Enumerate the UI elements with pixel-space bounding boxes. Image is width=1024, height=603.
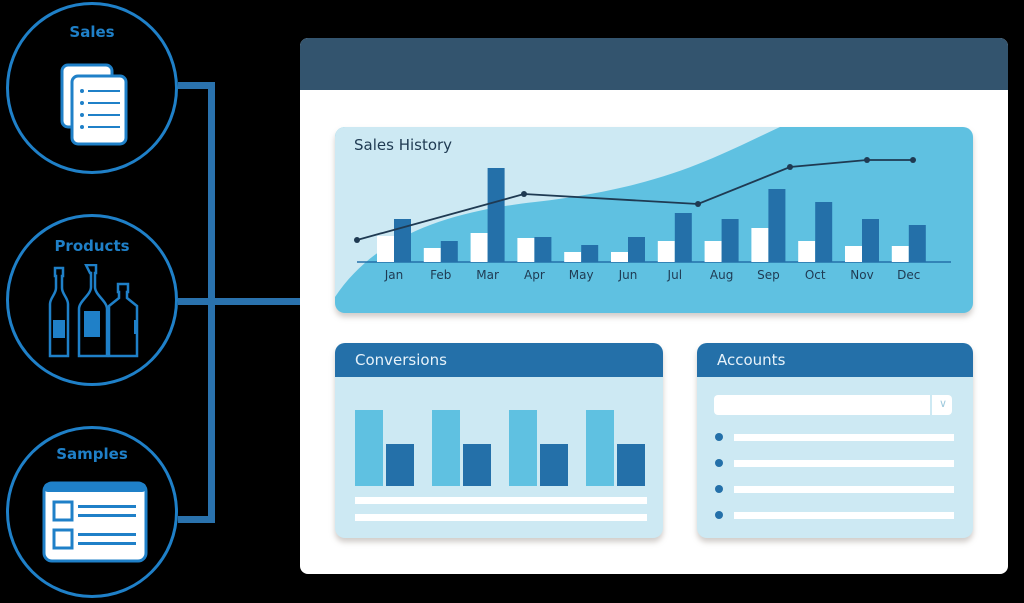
conversion-bar-dark	[386, 444, 414, 486]
connector-top	[178, 82, 215, 89]
conversion-bar-dark	[463, 444, 491, 486]
conversion-bar-light	[586, 410, 614, 486]
bar-white-sep	[751, 228, 769, 262]
bar-white-oct	[798, 241, 816, 262]
conversions-title: Conversions	[355, 351, 447, 369]
bar-blue-feb	[440, 241, 458, 262]
x-axis-label: Oct	[805, 268, 826, 282]
account-bullet	[715, 511, 723, 519]
x-axis-label: Aug	[710, 268, 733, 282]
bar-white-jul	[657, 241, 675, 262]
x-axis-label: May	[569, 268, 594, 282]
bar-white-feb	[423, 248, 441, 262]
trend-point	[354, 237, 360, 243]
account-list-item[interactable]	[734, 434, 954, 441]
x-axis-label: Jul	[667, 268, 682, 282]
dropdown-separator	[930, 395, 932, 415]
bar-blue-oct	[815, 202, 833, 262]
conversions-card: Conversions	[335, 343, 663, 538]
accounts-card: Accounts ∨	[697, 343, 973, 538]
bar-white-jan	[377, 236, 394, 262]
bar-blue-sep	[768, 189, 786, 262]
x-axis-label: Nov	[850, 268, 873, 282]
conversion-bar-light	[509, 410, 537, 486]
bar-white-nov	[845, 246, 862, 262]
account-list-item[interactable]	[734, 460, 954, 467]
source-products: Products	[6, 214, 178, 386]
bar-blue-jul	[674, 213, 692, 262]
bar-white-dec	[891, 246, 909, 262]
bar-white-aug	[704, 241, 722, 262]
checklist-window-icon	[42, 481, 148, 563]
source-sales: Sales	[6, 2, 178, 174]
connector-middle	[178, 298, 300, 305]
bottles-icon	[48, 264, 139, 358]
sales-history-chart: Jan Feb Mar Apr May Jun Jul Aug Sep Oct Nov Dec	[335, 127, 973, 297]
bar-blue-may	[581, 245, 599, 262]
account-bullet	[715, 459, 723, 467]
bar-blue-mar	[487, 168, 505, 262]
accounts-dropdown[interactable]: ∨	[714, 395, 952, 415]
trend-point	[864, 157, 870, 163]
conversion-bar-light	[432, 410, 460, 486]
bar-white-mar	[470, 233, 488, 262]
accounts-header: Accounts	[697, 343, 973, 377]
source-label-products: Products	[54, 237, 130, 255]
title-bar	[300, 38, 1008, 90]
conversion-bar-dark	[540, 444, 568, 486]
account-bullet	[715, 433, 723, 441]
bar-blue-nov	[862, 219, 879, 262]
conversion-bar-dark	[617, 444, 645, 486]
bar-blue-apr	[534, 237, 552, 262]
conversions-text-line	[355, 514, 647, 521]
trend-point	[910, 157, 916, 163]
accounts-title: Accounts	[717, 351, 786, 369]
conversion-bar-light	[355, 410, 383, 486]
trend-point	[695, 201, 701, 207]
conversions-text-line	[355, 497, 647, 504]
bar-white-apr	[517, 238, 535, 262]
account-bullet	[715, 485, 723, 493]
account-list-item[interactable]	[734, 486, 954, 493]
chevron-down-icon[interactable]: ∨	[938, 397, 947, 410]
x-axis-label: Sep	[757, 268, 780, 282]
bar-white-jun	[611, 252, 628, 262]
bar-blue-jun	[628, 237, 645, 262]
bar-white-may	[564, 252, 582, 262]
sales-history-title: Sales History	[354, 136, 453, 154]
x-axis-label: Jun	[618, 268, 638, 282]
x-axis-label: Feb	[430, 268, 451, 282]
source-label-samples: Samples	[56, 445, 128, 463]
bar-blue-dec	[908, 225, 926, 262]
sales-history-card: Jan Feb Mar Apr May Jun Jul Aug Sep Oct Nov Dec Sal…	[335, 127, 973, 313]
account-list-item[interactable]	[734, 512, 954, 519]
bar-blue-jan	[394, 219, 411, 262]
source-label-sales: Sales	[69, 23, 115, 41]
document-list-icon	[60, 63, 128, 146]
connector-bottom	[178, 516, 215, 523]
dashboard-window: Jan Feb Mar Apr May Jun Jul Aug Sep Oct Nov Dec Sal…	[300, 38, 1008, 574]
x-axis-label: Mar	[476, 268, 499, 282]
x-axis-label: Jan	[384, 268, 404, 282]
source-samples: Samples	[6, 426, 178, 598]
trend-point	[787, 164, 793, 170]
x-axis-label: Apr	[524, 268, 545, 282]
conversions-header: Conversions	[335, 343, 663, 377]
trend-point	[521, 191, 527, 197]
x-axis-label: Dec	[897, 268, 920, 282]
bar-blue-aug	[721, 219, 739, 262]
